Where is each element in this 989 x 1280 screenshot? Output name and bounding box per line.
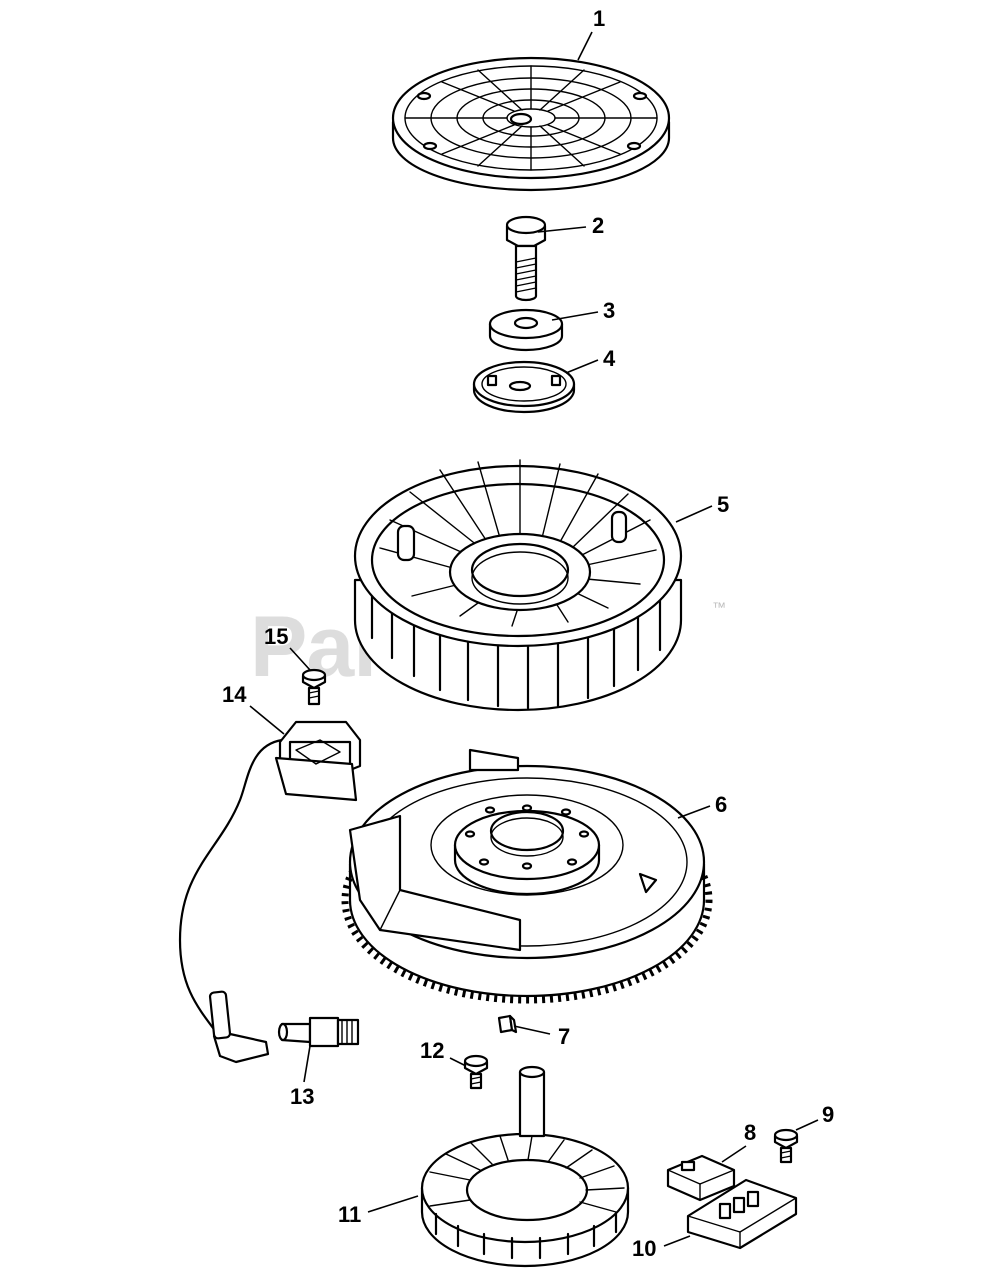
part-14-ignition-module[interactable] bbox=[178, 720, 362, 1064]
callout-8: 8 bbox=[744, 1120, 756, 1145]
part-4-fan-retainer[interactable] bbox=[472, 360, 576, 414]
callout-2: 2 bbox=[592, 213, 604, 238]
part-10-rectifier-regulator[interactable] bbox=[686, 1178, 798, 1250]
part-12-screw[interactable] bbox=[463, 1054, 489, 1090]
leader-lines bbox=[249, 31, 819, 1247]
part-8-connector[interactable] bbox=[666, 1154, 736, 1202]
part-7-flywheel-key[interactable] bbox=[497, 1014, 518, 1034]
callout-9: 9 bbox=[822, 1102, 834, 1127]
part-9-screw[interactable] bbox=[773, 1128, 799, 1164]
callout-12: 12 bbox=[420, 1038, 444, 1063]
part-13-spark-plug[interactable] bbox=[277, 1016, 360, 1048]
part-2-bolt[interactable] bbox=[505, 215, 547, 302]
part-3-washer[interactable] bbox=[488, 308, 564, 352]
callout-11: 11 bbox=[338, 1202, 361, 1227]
part-6-flywheel[interactable] bbox=[341, 748, 713, 1004]
callout-14: 14 bbox=[222, 682, 247, 707]
callout-15: 15 bbox=[264, 624, 288, 649]
callout-3: 3 bbox=[603, 298, 615, 323]
part-1-debris-screen[interactable] bbox=[391, 56, 671, 192]
callout-labels: 1 2 3 4 5 6 7 8 9 10 11 12 13 14 15 bbox=[222, 6, 834, 1261]
callout-7: 7 bbox=[558, 1024, 570, 1049]
part-11-stator[interactable] bbox=[420, 1065, 630, 1268]
part-5-cooling-fan[interactable] bbox=[353, 459, 683, 712]
callout-1: 1 bbox=[593, 6, 605, 31]
watermark-trademark: ™ bbox=[712, 599, 726, 615]
part-15-screw[interactable] bbox=[301, 668, 327, 706]
callout-5: 5 bbox=[717, 492, 729, 517]
callout-4: 4 bbox=[603, 346, 616, 371]
callout-13: 13 bbox=[290, 1084, 314, 1109]
callout-6: 6 bbox=[715, 792, 727, 817]
callout-10: 10 bbox=[632, 1236, 656, 1261]
